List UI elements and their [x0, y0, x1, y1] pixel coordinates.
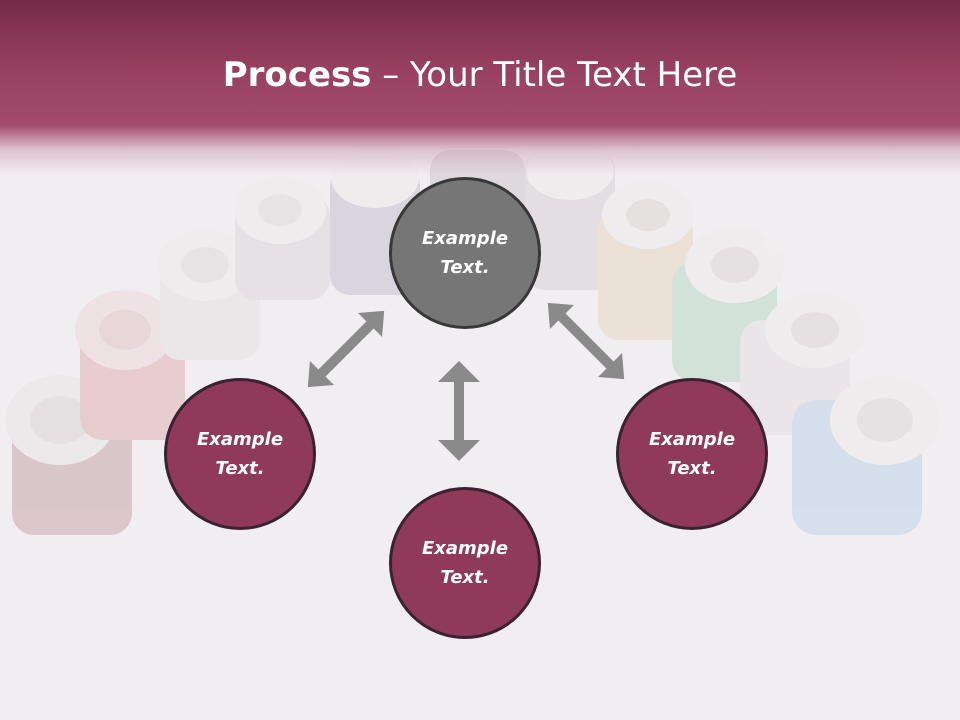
process-node-left[interactable]: Example Text. — [164, 378, 316, 530]
arrow-upper-left — [307, 310, 385, 388]
node-right-line2: Text. — [667, 458, 717, 479]
node-top-line1: Example — [421, 228, 509, 249]
node-bottom-line1: Example — [421, 538, 509, 559]
node-left-line2: Text. — [215, 458, 265, 479]
node-top-line2: Text. — [440, 257, 490, 278]
title-bold: Process — [222, 55, 372, 95]
title-rest: – Your Title Text Here — [371, 55, 738, 95]
title-band — [0, 0, 960, 175]
node-bottom-line2: Text. — [440, 567, 490, 588]
process-node-top[interactable]: Example Text. — [389, 177, 541, 329]
spool-white-2 — [234, 176, 330, 300]
process-node-bottom[interactable]: Example Text. — [389, 487, 541, 639]
node-right-line1: Example — [648, 429, 736, 450]
arrow-upper-right — [547, 302, 625, 380]
node-left-line1: Example — [196, 429, 284, 450]
spool-orange — [598, 181, 694, 340]
page-title: Process – Your Title Text Here — [0, 52, 960, 98]
arrow-vertical — [438, 361, 480, 461]
spool-red — [75, 290, 185, 440]
process-node-right[interactable]: Example Text. — [616, 378, 768, 530]
spool-blue — [792, 375, 940, 535]
